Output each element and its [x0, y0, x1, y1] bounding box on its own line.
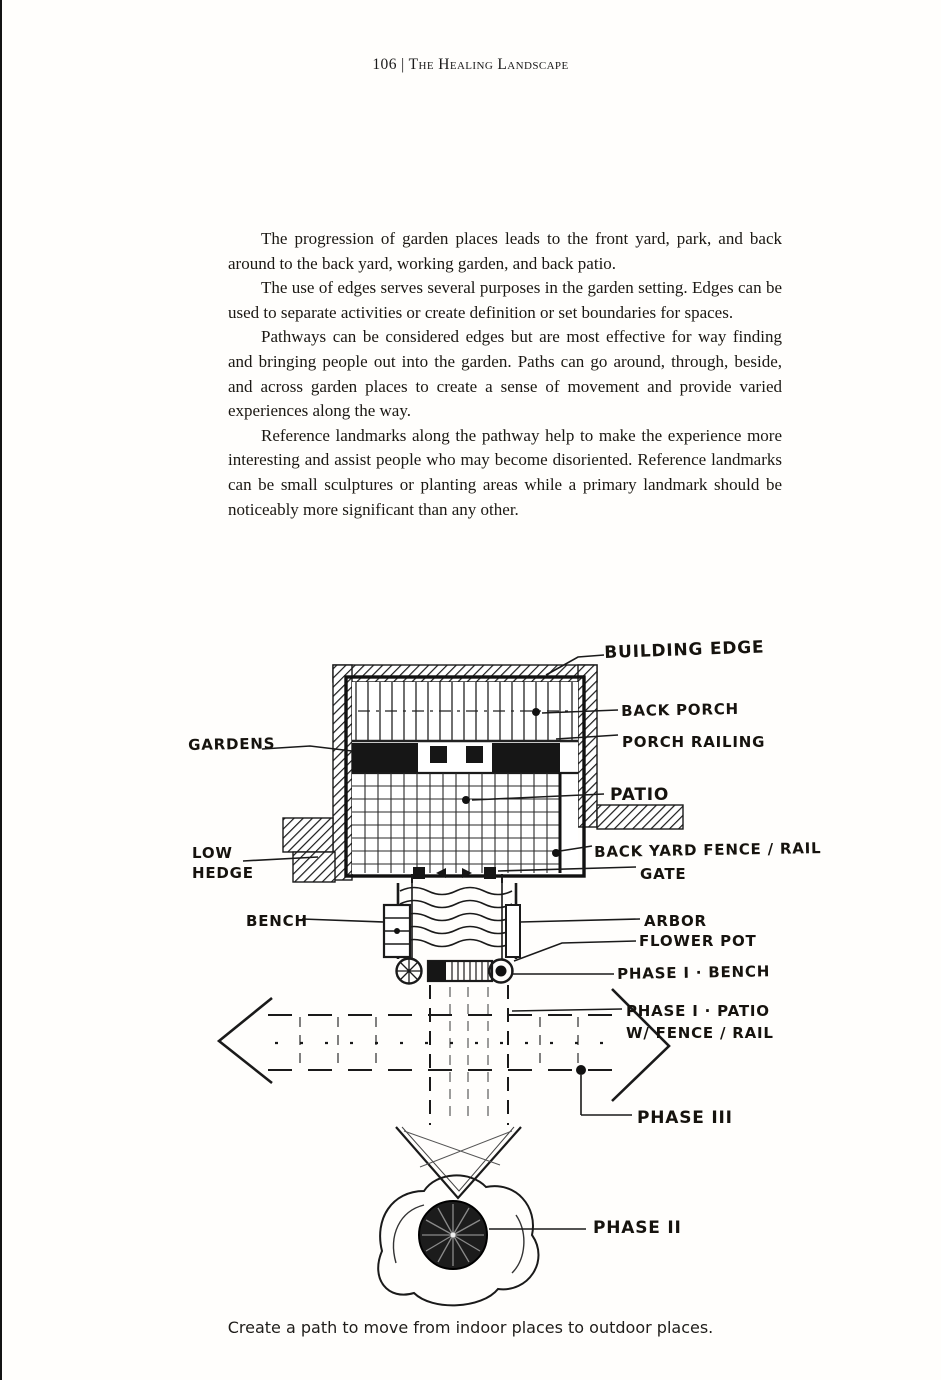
label-gardens: GARDENS	[188, 734, 276, 754]
cross-path	[268, 1014, 612, 1071]
left-arrow	[216, 996, 273, 1085]
label-bench: BENCH	[246, 912, 308, 930]
paragraph-1: The progression of garden places leads t…	[228, 229, 782, 273]
page-number-and-title: 106 | The Healing Landscape	[372, 56, 569, 73]
label-phase-1-bench: PHASE I · BENCH	[617, 962, 771, 983]
patio-grid	[352, 773, 562, 873]
flower-pots	[395, 957, 514, 985]
plan-interior	[352, 682, 578, 874]
garden-planters	[352, 743, 578, 775]
porch-decking	[352, 682, 578, 743]
paragraph-3: Pathways can be considered edges but are…	[228, 327, 782, 421]
fence-marker-dot	[552, 849, 560, 857]
paragraph-4: Reference landmarks along the pathway he…	[228, 425, 782, 519]
label-phase-2: PHASE II	[593, 1218, 682, 1238]
label-porch-railing: PORCH RAILING	[622, 733, 766, 751]
body-text: The progression of garden places leads t…	[228, 227, 782, 522]
label-flower-pot: FLOWER POT	[639, 932, 757, 950]
label-arbor: ARBOR	[644, 912, 707, 930]
right-arrow	[611, 988, 671, 1102]
garden-plan-figure: BUILDING EDGE BACK PORCH PORCH RAILING G…	[0, 615, 941, 1315]
label-back-porch: BACK PORCH	[621, 699, 740, 720]
walkway-path	[429, 985, 509, 1125]
label-phase-1-patio: PHASE I · PATIO W/ FENCE / RAIL	[626, 1002, 774, 1042]
patio-marker-dot	[462, 796, 470, 804]
figure-caption: Create a path to move from indoor places…	[227, 1318, 714, 1337]
label-low-hedge: LOW HEDGE	[192, 844, 254, 882]
porch-marker-dot	[532, 708, 540, 716]
paragraph-2: The use of edges serves several purposes…	[228, 278, 782, 322]
label-phase-3: PHASE III	[637, 1108, 733, 1128]
bench-seats	[382, 903, 521, 959]
garden-plan-sketch	[216, 654, 684, 1307]
leader-lines	[242, 654, 641, 1230]
label-gate: GATE	[640, 865, 687, 883]
label-patio: PATIO	[610, 785, 670, 805]
page-header: 106 | The Healing Landscape	[0, 56, 941, 74]
scan-edge	[0, 0, 2, 1380]
down-arrow	[395, 1126, 522, 1200]
gate	[413, 867, 496, 879]
phase-3-marker	[576, 1065, 632, 1116]
arbor	[396, 874, 518, 959]
landmark-tree	[377, 1174, 540, 1307]
